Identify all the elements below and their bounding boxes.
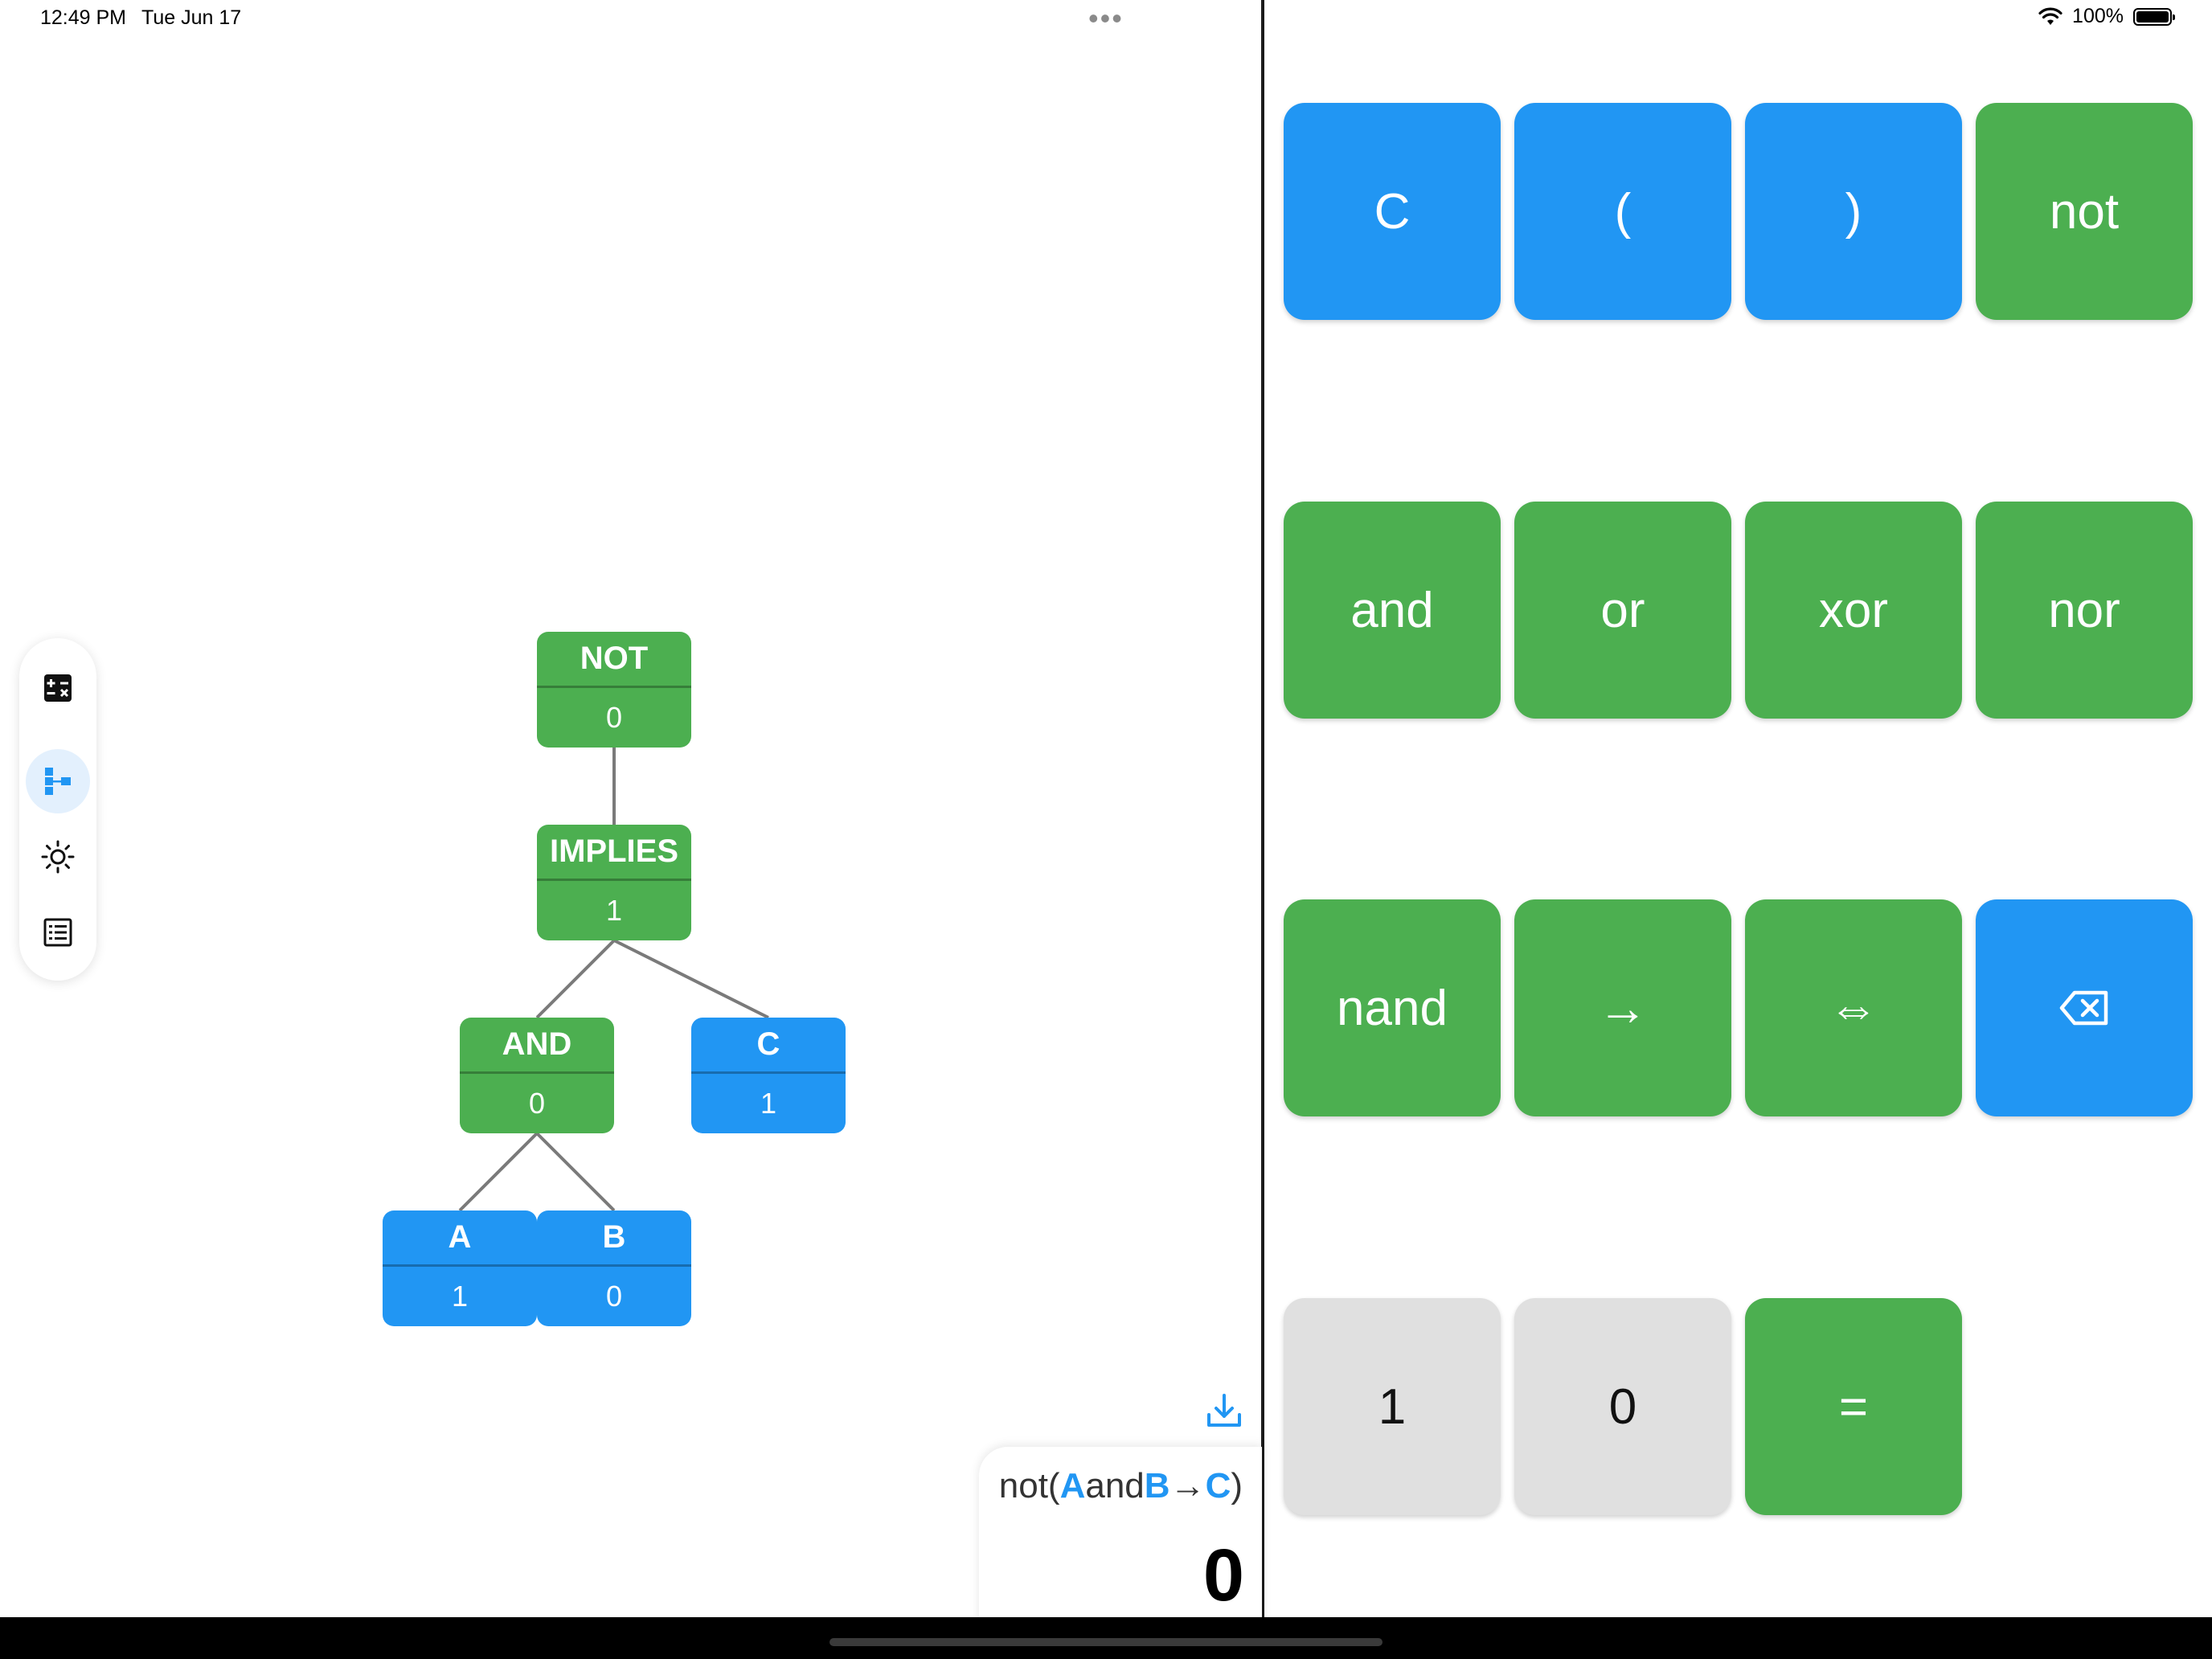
key-clear[interactable]: C: [1284, 103, 1501, 320]
expr-variable-b: B: [1144, 1466, 1170, 1505]
node-label: IMPLIES: [537, 825, 691, 881]
node-label: A: [383, 1210, 537, 1267]
tree-node-a[interactable]: A 1: [383, 1210, 537, 1326]
key-xor[interactable]: xor: [1745, 502, 1962, 719]
node-value: 0: [605, 701, 623, 734]
node-value: 1: [451, 1280, 469, 1313]
node-label: C: [691, 1018, 846, 1074]
node-value: 1: [760, 1087, 777, 1120]
node-label: AND: [460, 1018, 614, 1074]
tree-node-b[interactable]: B 0: [537, 1210, 691, 1326]
tree-node-implies[interactable]: IMPLIES 1: [537, 825, 691, 940]
battery-icon: [2133, 7, 2175, 26]
rail-theme-button[interactable]: [26, 825, 90, 889]
node-value: 1: [605, 894, 623, 927]
key-iff[interactable]: ⇔: [1745, 899, 1962, 1116]
expr-token: →: [1169, 1466, 1206, 1505]
multitasking-dots[interactable]: •••: [1088, 2, 1124, 35]
table-icon: [43, 918, 72, 947]
status-time: 12:49 PM: [40, 6, 127, 29]
key-equals[interactable]: =: [1745, 1298, 1962, 1515]
rail-truth-table-button[interactable]: [26, 900, 90, 965]
rail-calculator-button[interactable]: [26, 656, 90, 720]
expr-variable-a: A: [1059, 1466, 1086, 1505]
expression-text: not(AandB→C): [999, 1466, 1243, 1506]
tree-node-and[interactable]: AND 0: [460, 1018, 614, 1133]
expr-variable-c: C: [1205, 1466, 1231, 1505]
status-indicators: 100%: [2038, 5, 2175, 28]
expression-display: not(AandB→C) 0: [979, 1447, 1262, 1624]
node-label: B: [537, 1210, 691, 1267]
expr-token: not(: [998, 1466, 1060, 1505]
node-value: 0: [605, 1280, 623, 1313]
tree-edges: [458, 748, 769, 1212]
backspace-icon: [2059, 990, 2108, 1026]
tree-icon: [45, 768, 71, 795]
calculator-icon: [44, 674, 72, 702]
key-and[interactable]: and: [1284, 502, 1501, 719]
edge-and-a: [458, 1132, 539, 1212]
key-backspace[interactable]: [1976, 899, 2193, 1116]
key-or[interactable]: or: [1514, 502, 1731, 719]
battery-percent: 100%: [2072, 5, 2124, 27]
node-label: NOT: [537, 632, 691, 688]
export-button[interactable]: [1204, 1391, 1244, 1431]
key-zero[interactable]: 0: [1514, 1298, 1731, 1515]
key-open-paren[interactable]: (: [1514, 103, 1731, 320]
expr-token: and: [1085, 1466, 1145, 1505]
key-nand[interactable]: nand: [1284, 899, 1501, 1116]
edge-and-b: [535, 1132, 616, 1212]
brightness-icon: [41, 840, 75, 874]
expression-result: 0: [1202, 1534, 1244, 1616]
key-implies[interactable]: →: [1514, 899, 1731, 1116]
wifi-icon: [2038, 7, 2062, 25]
download-icon: [1207, 1394, 1241, 1427]
split-divider[interactable]: [1261, 0, 1264, 1619]
node-value: 0: [528, 1087, 546, 1120]
key-close-paren[interactable]: ): [1745, 103, 1962, 320]
side-navigation-rail: [19, 638, 96, 981]
key-not[interactable]: not: [1976, 103, 2193, 320]
edge-implies-and: [535, 939, 616, 1019]
edge-implies-c: [613, 939, 769, 1019]
rail-tree-button[interactable]: [26, 749, 90, 813]
expr-token: ): [1231, 1466, 1243, 1505]
key-one[interactable]: 1: [1284, 1298, 1501, 1515]
tree-node-not[interactable]: NOT 0: [537, 632, 691, 748]
home-indicator[interactable]: [830, 1638, 1382, 1646]
status-date: Tue Jun 17: [141, 6, 242, 29]
tree-node-c[interactable]: C 1: [691, 1018, 846, 1133]
key-nor[interactable]: nor: [1976, 502, 2193, 719]
